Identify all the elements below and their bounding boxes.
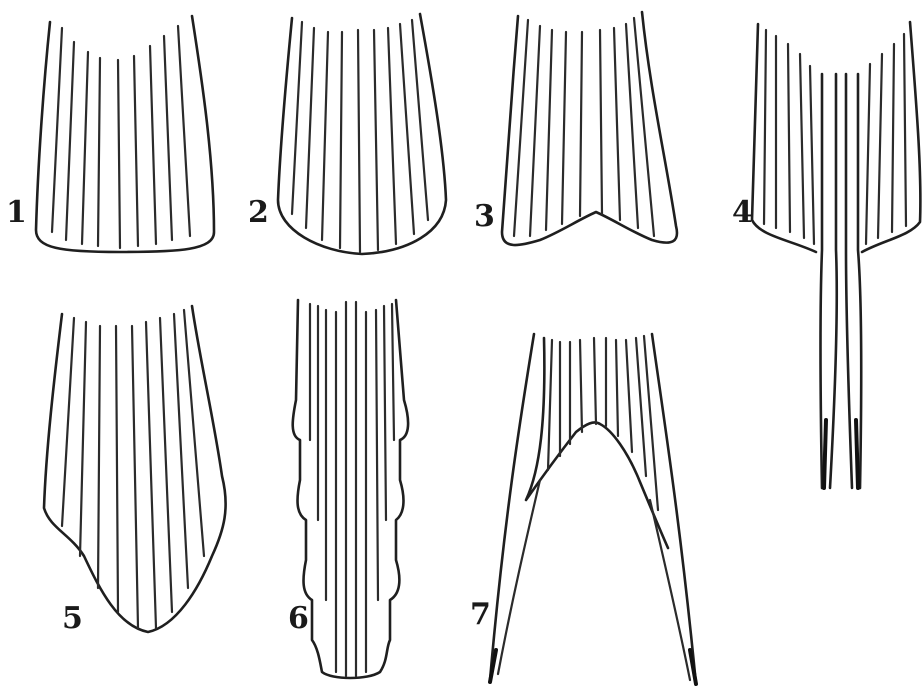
tail-2-rounded: 2 [248,14,446,254]
panel-2-label: 2 [248,195,269,230]
tail-6-graduated: 6 [288,300,408,678]
tail-3-notched: 3 [474,12,677,245]
panel-6-label: 6 [288,601,309,636]
tail-4-streamer: 4 [732,22,920,488]
tail-5-wedge: 5 [44,306,226,636]
tail-7-forked: 7 [470,334,696,684]
panel-7-label: 7 [470,597,491,632]
panel-1-label: 1 [6,195,27,230]
tail-1-square: 1 [6,16,214,252]
panel-4-label: 4 [732,195,753,230]
panel-3-label: 3 [474,199,495,234]
panel-5-label: 5 [62,601,83,636]
